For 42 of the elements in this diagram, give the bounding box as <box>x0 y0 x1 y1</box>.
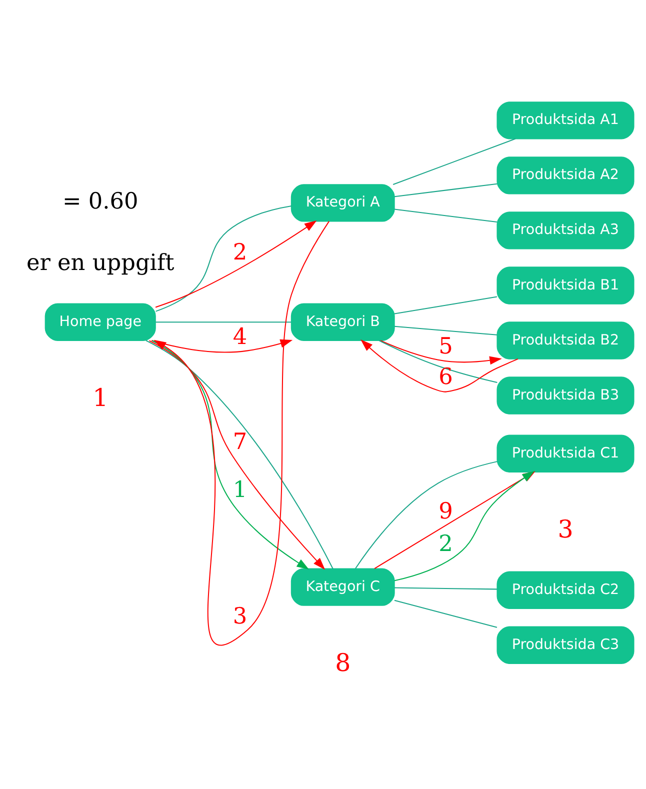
arrow <box>380 340 502 365</box>
node-box: Produktsida A2 <box>496 156 634 194</box>
connector <box>156 206 292 312</box>
node-box: Produktsida A3 <box>496 212 634 250</box>
edge-label: 5 <box>438 333 453 360</box>
connector <box>394 587 497 590</box>
node-box: Produktsida C1 <box>496 434 634 472</box>
node-box: Produktsida C3 <box>496 626 634 664</box>
edge-label: 2 <box>232 240 248 266</box>
node-box: Kategori C <box>290 568 395 606</box>
edge-label: 2 <box>438 531 453 558</box>
arrow <box>360 339 518 392</box>
connector <box>378 340 498 383</box>
node-label: 8 <box>335 648 351 677</box>
connector <box>394 208 498 223</box>
connector <box>394 183 498 198</box>
connector <box>355 461 498 569</box>
arrow <box>154 221 330 645</box>
connector <box>156 322 292 323</box>
edge-label: 7 <box>232 429 248 456</box>
node-label: 1 <box>92 382 108 412</box>
label: = 0.60 <box>62 188 138 215</box>
node-box: Produktsida C2 <box>496 571 634 609</box>
node-box: Produktsida B3 <box>496 376 634 414</box>
node-box: Kategori A <box>290 184 395 222</box>
node-box: Kategori B <box>290 303 395 341</box>
edge-label: 3 <box>232 603 248 630</box>
label: er en uppgift <box>26 250 174 276</box>
edge-label: 6 <box>438 364 453 390</box>
connector <box>394 296 498 314</box>
node-box: Produktsida B1 <box>496 266 634 304</box>
edge-label: 1 <box>232 477 248 503</box>
node-box: Produktsida A1 <box>496 102 634 140</box>
node-box: Home page <box>44 303 156 341</box>
connector <box>392 138 516 185</box>
node-box: Produktsida B2 <box>496 322 634 360</box>
connector <box>394 600 498 628</box>
edge-label: 4 <box>232 324 248 350</box>
node-label: 3 <box>558 514 574 544</box>
connector <box>394 326 497 336</box>
edge-label: 9 <box>438 498 453 524</box>
arrow <box>155 220 317 308</box>
